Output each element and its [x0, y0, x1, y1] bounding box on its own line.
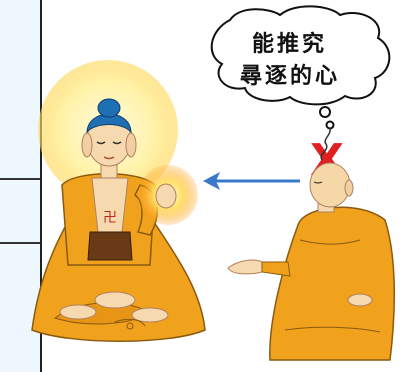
panel-divider — [0, 178, 40, 180]
left-side-panel — [0, 0, 42, 372]
glowing-orb — [138, 165, 198, 225]
left-arrow-icon — [203, 172, 300, 190]
thought-bubble — [210, 5, 391, 130]
buddha-figure: 卍 — [31, 98, 206, 342]
svg-text:卍: 卍 — [103, 210, 117, 226]
thought-text-line-2: 尋逐的心 — [240, 64, 341, 89]
monk-figure — [227, 127, 395, 361]
panel-divider — [0, 242, 40, 244]
thought-text-line-1: 能推究 — [252, 32, 328, 57]
